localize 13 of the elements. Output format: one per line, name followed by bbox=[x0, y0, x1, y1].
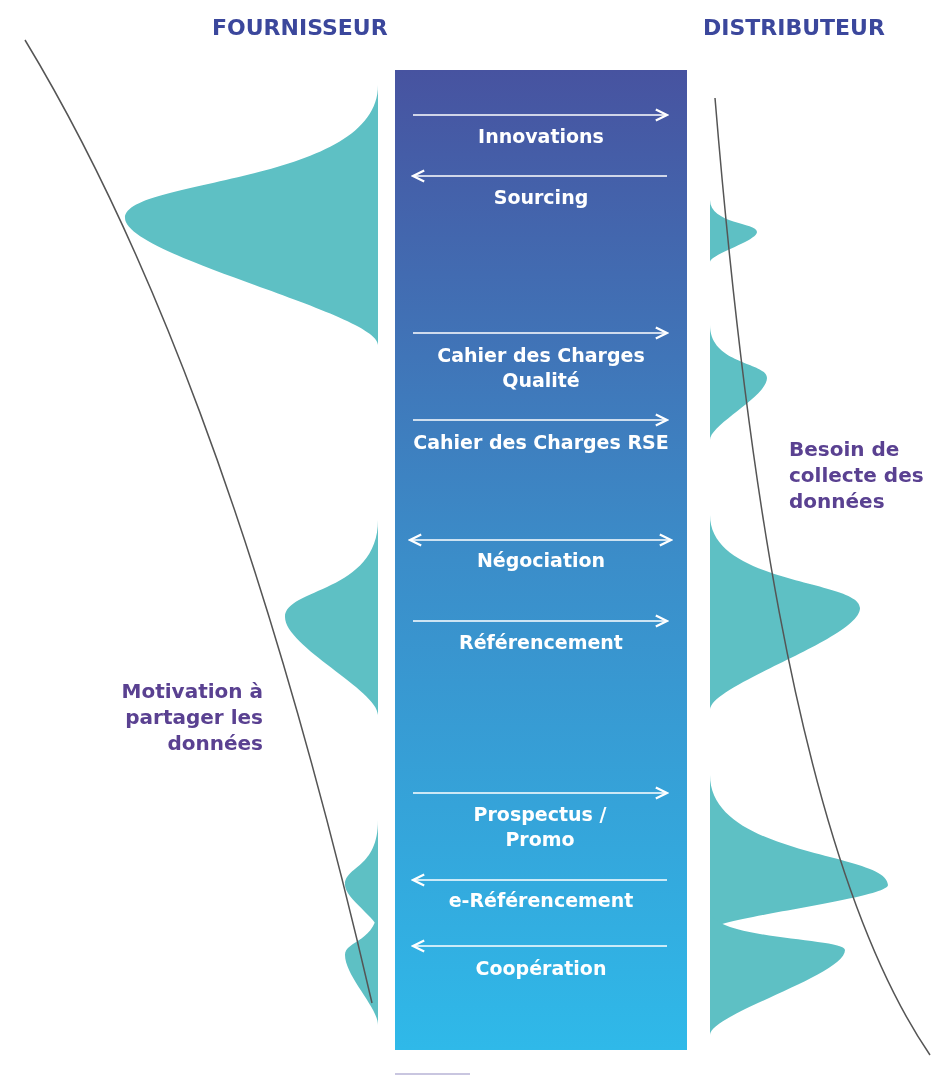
flow-label: Négociation bbox=[475, 548, 607, 573]
flow-label: Innovations bbox=[477, 124, 605, 149]
flow-label: Cahier des Charges Qualité bbox=[436, 343, 646, 393]
flow-label: Sourcing bbox=[492, 185, 590, 210]
flow-label: Cahier des Charges RSE bbox=[412, 430, 670, 455]
flow-label: Coopération bbox=[474, 956, 608, 981]
side-note: Besoin de collecte des données bbox=[789, 436, 924, 514]
flow-label: e-Référencement bbox=[447, 888, 635, 913]
column-heading: DISTRIBUTEUR bbox=[703, 14, 886, 42]
flow-label: Prospectus / Promo bbox=[472, 802, 608, 852]
column-heading: FOURNISSEUR bbox=[212, 14, 389, 42]
flow-label: Référencement bbox=[458, 630, 624, 655]
side-note: Motivation à partager les données bbox=[120, 678, 263, 756]
